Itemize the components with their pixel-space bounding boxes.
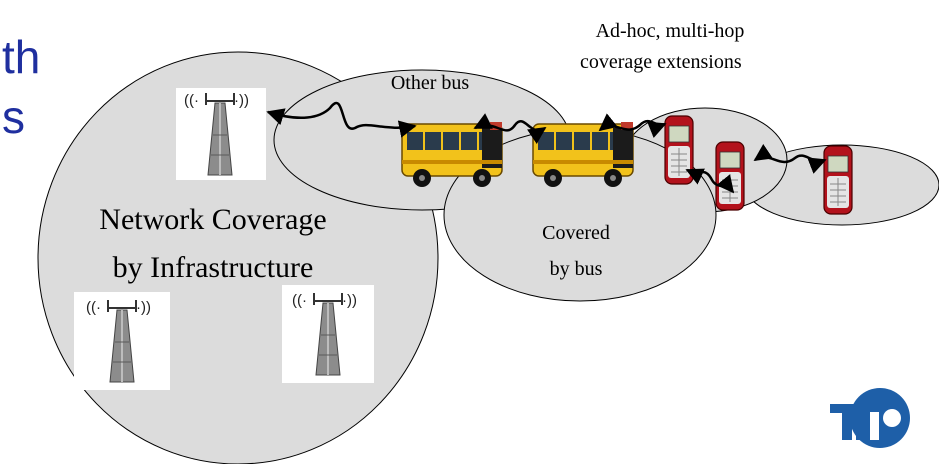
wireless-link <box>685 168 735 194</box>
title-fragment-2: s <box>2 91 25 143</box>
tno-logo <box>830 388 910 448</box>
wireless-link <box>753 143 827 174</box>
mobile-phone-icon <box>715 141 745 211</box>
network-coverage-label: by Infrastructure <box>112 251 314 284</box>
network-coverage-label: Network Coverage <box>99 203 327 236</box>
covered-by-bus-label: Covered <box>542 222 610 244</box>
title-fragment-1: th <box>2 31 41 83</box>
covered-by-bus-label: by bus <box>549 258 603 280</box>
adhoc-label: Ad-hoc, multi-hop <box>595 20 745 42</box>
wireless-link <box>598 113 667 138</box>
other-bus-label: Other bus <box>390 72 470 94</box>
mobile-phone-icon <box>823 145 853 215</box>
wireless-link <box>266 101 417 138</box>
wireless-link <box>473 113 547 145</box>
mobile-phone-icon <box>664 115 694 185</box>
adhoc-label: coverage extensions <box>580 51 742 73</box>
